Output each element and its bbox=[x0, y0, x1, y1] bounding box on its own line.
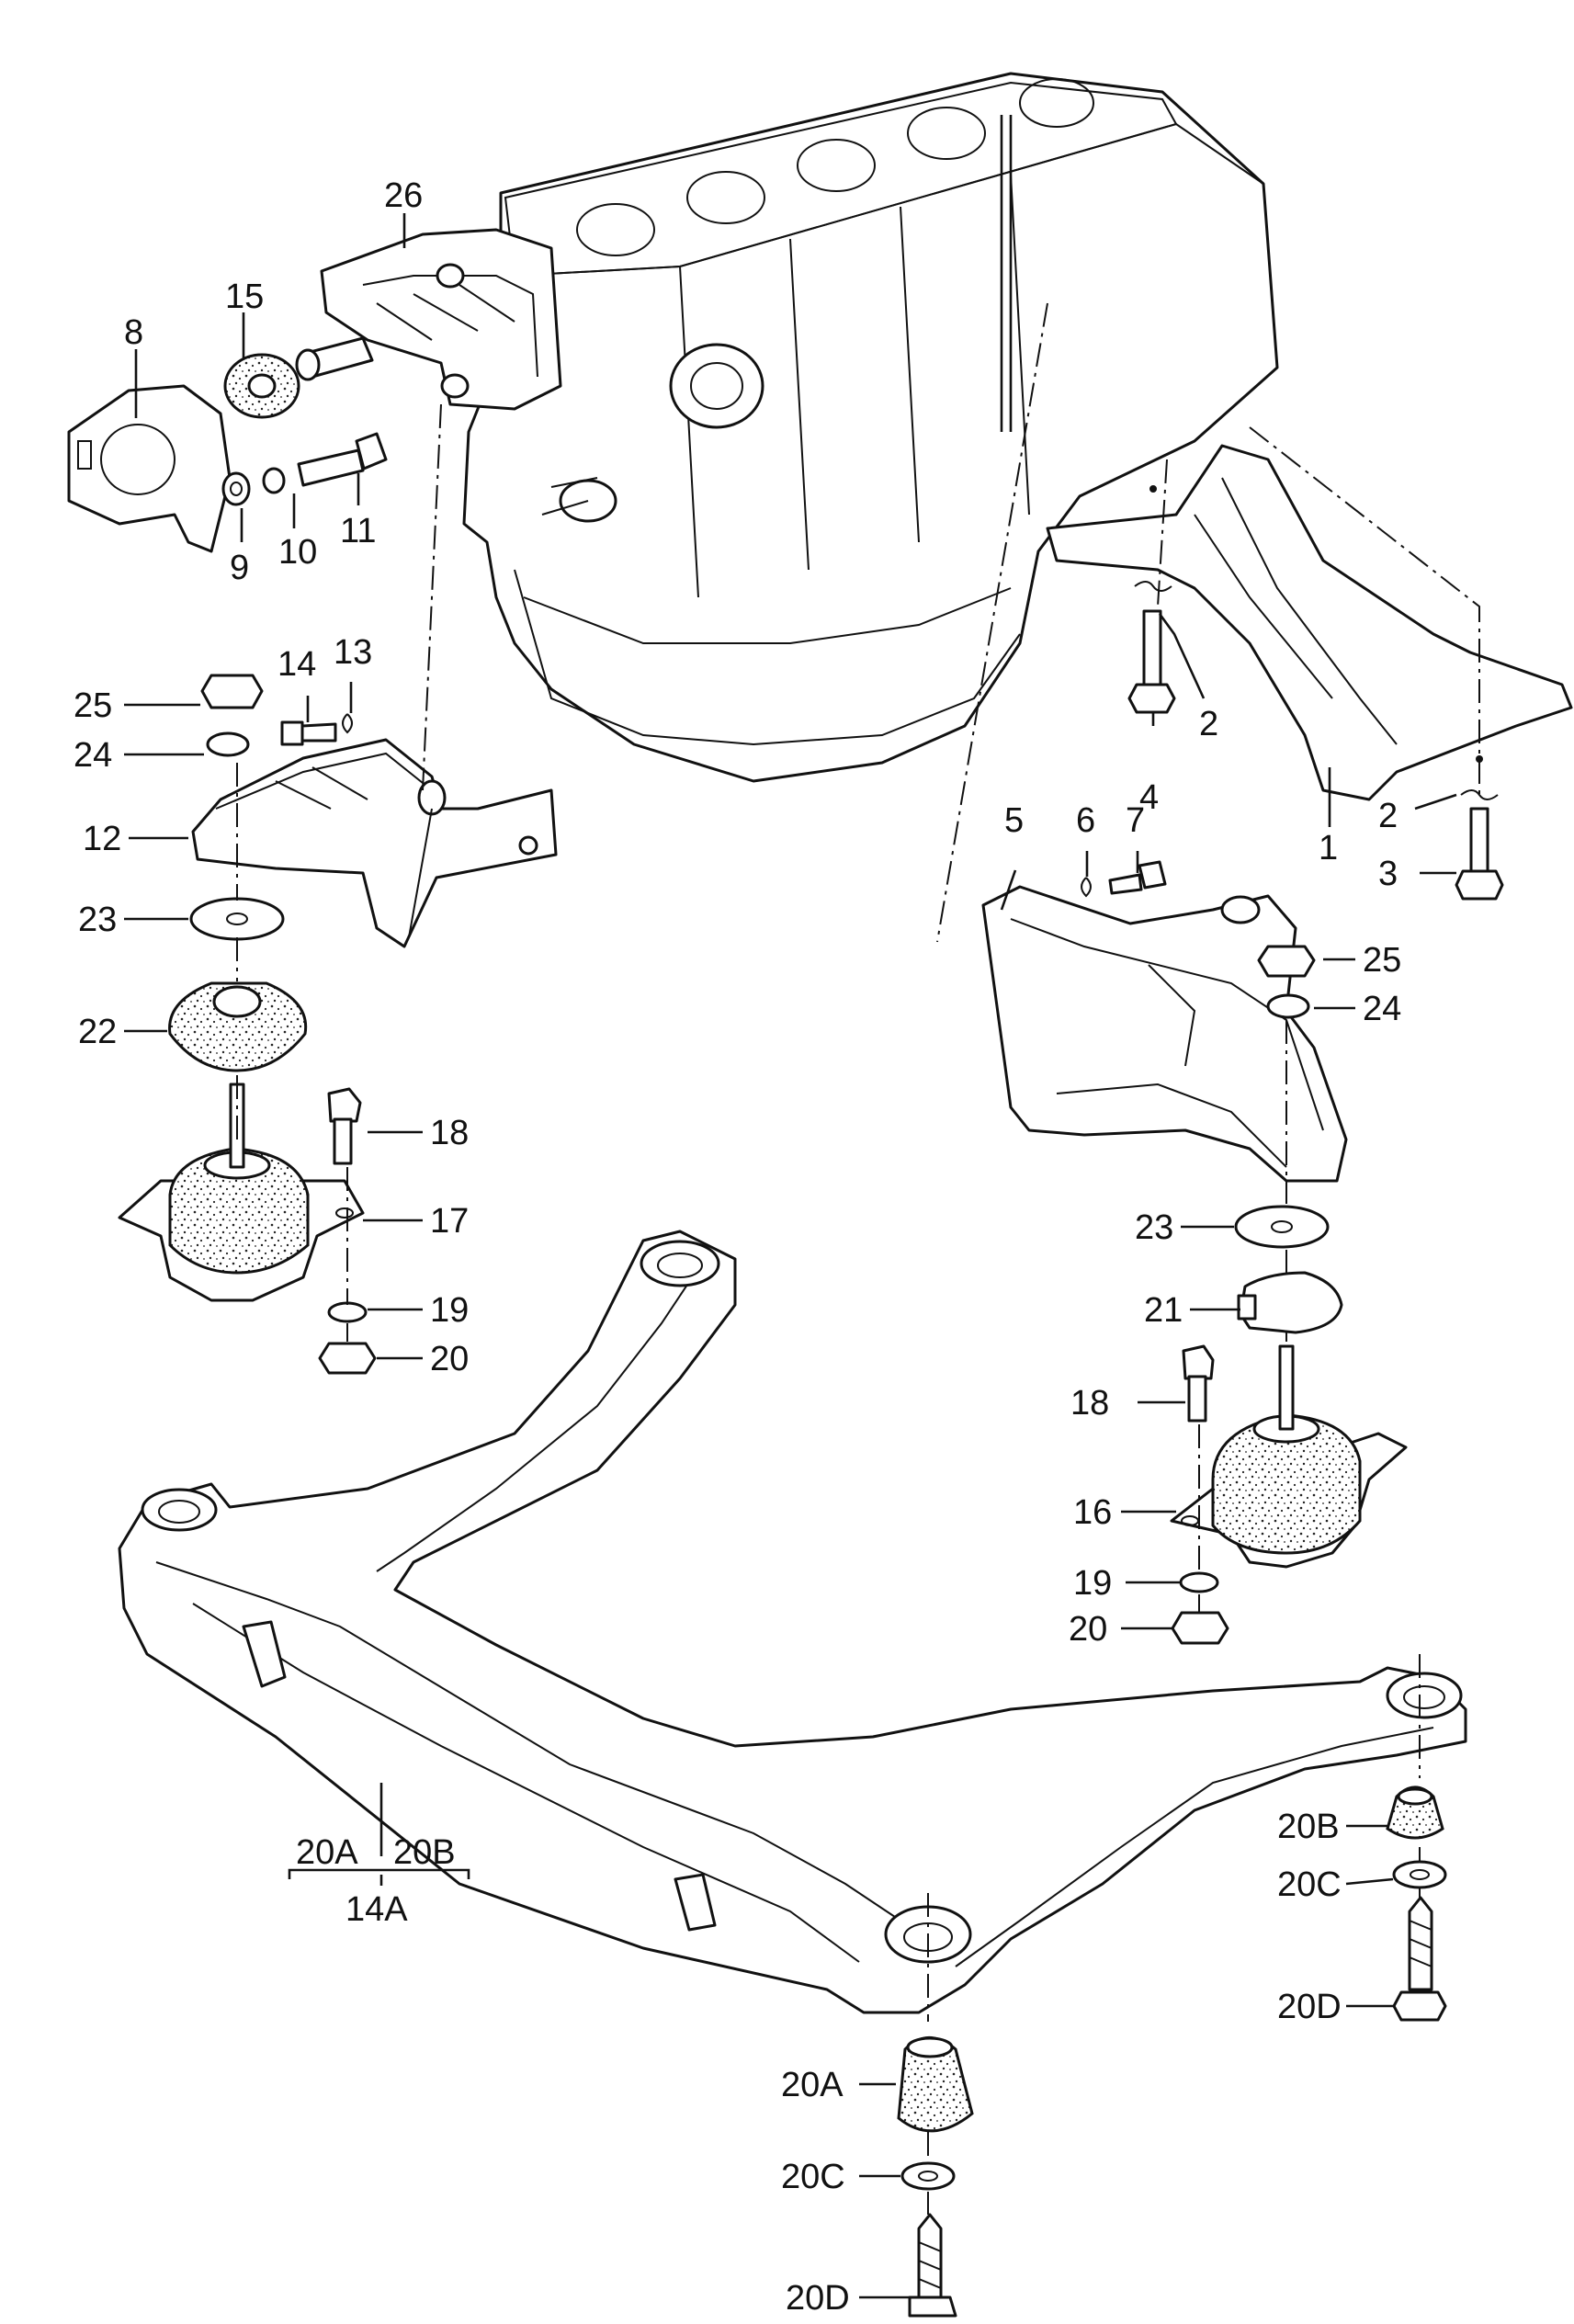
nut-20-left bbox=[318, 1342, 377, 1375]
washer-9 bbox=[221, 471, 251, 506]
label-14: 14 bbox=[277, 645, 316, 684]
label-20D-right: 20D bbox=[1277, 1988, 1342, 2026]
bolt-4 bbox=[1127, 609, 1176, 714]
assembly-lines bbox=[236, 302, 1480, 2215]
heat-shield-8 bbox=[67, 384, 232, 553]
label-23-left: 23 bbox=[78, 901, 117, 939]
rubber-buffer-22 bbox=[168, 981, 308, 1072]
support-bracket-1 bbox=[1046, 444, 1573, 801]
washer-2b bbox=[1460, 789, 1499, 800]
label-25-right: 25 bbox=[1363, 941, 1401, 980]
label-26: 26 bbox=[384, 176, 423, 215]
bushing-20B bbox=[1386, 1786, 1444, 1840]
label-20C-lower: 20C bbox=[781, 2158, 845, 2196]
label-8: 8 bbox=[124, 313, 143, 352]
washer-23-left bbox=[189, 897, 285, 941]
label-21: 21 bbox=[1144, 1291, 1183, 1330]
clip-6 bbox=[1081, 877, 1092, 898]
nut-25-left bbox=[200, 674, 264, 709]
support-arm-5 bbox=[981, 885, 1348, 1183]
nut-20-right bbox=[1171, 1611, 1229, 1645]
label-2a: 2 bbox=[1199, 705, 1218, 743]
label-18-right: 18 bbox=[1070, 1384, 1109, 1423]
bolt-11 bbox=[297, 432, 388, 487]
label-15: 15 bbox=[225, 278, 264, 316]
label-20A-lower: 20A bbox=[781, 2066, 844, 2104]
washer-24-right bbox=[1266, 993, 1310, 1019]
engine-mount-17 bbox=[118, 1083, 365, 1302]
label-17: 17 bbox=[430, 1202, 469, 1241]
washer-19-right bbox=[1179, 1571, 1219, 1593]
engine-mount-16 bbox=[1170, 1344, 1408, 1569]
bolt-14 bbox=[280, 720, 337, 746]
label-25-left: 25 bbox=[74, 686, 112, 725]
label-10: 10 bbox=[278, 533, 317, 572]
washer-24-left bbox=[206, 731, 250, 757]
washer-2a bbox=[1134, 581, 1172, 592]
label-14A: 14A bbox=[345, 1890, 408, 1929]
leader-lines bbox=[124, 213, 1457, 2299]
part-labels: 8 15 26 9 10 11 14 13 25 24 12 23 22 18 … bbox=[74, 176, 1401, 2318]
label-20B-right: 20B bbox=[1277, 1808, 1340, 1846]
label-24-right: 24 bbox=[1363, 990, 1401, 1028]
bolt-7 bbox=[1108, 860, 1167, 895]
label-12: 12 bbox=[83, 820, 121, 858]
bolt-18-left bbox=[327, 1087, 362, 1165]
label-7: 7 bbox=[1126, 801, 1145, 840]
bolt-20D-right bbox=[1392, 1896, 1447, 2022]
label-1: 1 bbox=[1319, 829, 1338, 867]
bolt-20D-lower bbox=[908, 2213, 957, 2318]
label-20-left: 20 bbox=[430, 1340, 469, 1378]
label-20C-right: 20C bbox=[1277, 1865, 1342, 1904]
washer-19-left bbox=[327, 1301, 368, 1323]
label-23-right: 23 bbox=[1135, 1208, 1173, 1247]
label-22: 22 bbox=[78, 1013, 117, 1051]
label-13: 13 bbox=[334, 633, 372, 672]
label-18-left: 18 bbox=[430, 1114, 469, 1152]
label-24-left: 24 bbox=[74, 736, 112, 775]
washer-20C-right bbox=[1392, 1860, 1447, 1889]
label-2b: 2 bbox=[1378, 797, 1398, 835]
label-9: 9 bbox=[230, 549, 249, 587]
clip-13 bbox=[342, 713, 353, 734]
bolt-18-right bbox=[1182, 1344, 1215, 1423]
nut-25-right bbox=[1257, 945, 1316, 978]
support-arm-12 bbox=[191, 738, 558, 948]
label-6: 6 bbox=[1076, 801, 1095, 840]
rubber-stop-21 bbox=[1237, 1271, 1343, 1334]
label-20-right: 20 bbox=[1069, 1610, 1107, 1649]
label-20D-lower: 20D bbox=[786, 2279, 850, 2318]
label-19-left: 19 bbox=[430, 1291, 469, 1330]
label-20A-group: 20A bbox=[296, 1833, 358, 1872]
label-5: 5 bbox=[1004, 801, 1024, 840]
engine-bracket-26 bbox=[295, 228, 562, 411]
bolt-3 bbox=[1455, 807, 1504, 901]
washer-20C-lower bbox=[900, 2161, 956, 2191]
engine-block bbox=[462, 72, 1279, 783]
bushing-20A bbox=[897, 2036, 974, 2133]
label-19-right: 19 bbox=[1073, 1564, 1112, 1603]
label-16: 16 bbox=[1073, 1493, 1112, 1532]
label-11: 11 bbox=[340, 512, 376, 550]
label-3: 3 bbox=[1378, 855, 1398, 893]
washer-10 bbox=[262, 467, 286, 494]
washer-23-right bbox=[1234, 1205, 1330, 1249]
label-20B-group: 20B bbox=[393, 1833, 456, 1872]
label-4: 4 bbox=[1139, 778, 1159, 817]
subframe-14A bbox=[118, 1230, 1467, 2014]
